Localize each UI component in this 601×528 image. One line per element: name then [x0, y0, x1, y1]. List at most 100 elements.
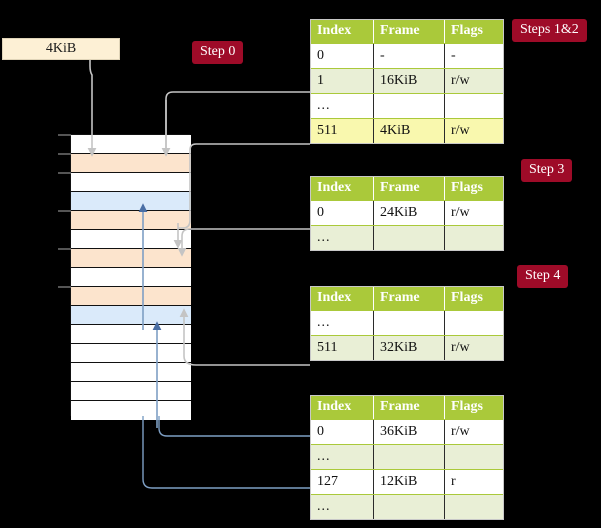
memory-row-tick: [58, 248, 71, 250]
cell-flags: [444, 225, 503, 251]
wire-final-12kib-to-memory: [142, 416, 310, 489]
badge-step-3-label: Step 3: [529, 162, 565, 177]
memory-frame-row[interactable]: [71, 363, 191, 382]
cell-flags: [444, 494, 503, 520]
col-flags: Flags: [444, 177, 503, 202]
cell-flags: [444, 310, 503, 337]
table-final: Index Frame Flags 0 36KiB r/w ... 127 12…: [311, 396, 503, 520]
table-row[interactable]: 0 36KiB r/w: [311, 419, 503, 446]
col-flags: Flags: [444, 20, 503, 45]
physical-memory-grid: [70, 134, 191, 420]
memory-frame-row[interactable]: [71, 135, 191, 154]
table-row[interactable]: 0 - -: [311, 43, 503, 70]
col-index: Index: [311, 287, 374, 312]
badge-steps-1-2: Steps 1&2: [512, 19, 587, 42]
cell-frame: 16KiB: [373, 68, 445, 95]
wire-table1-511-to-memory: [178, 143, 310, 229]
memory-row-tick: [58, 210, 71, 212]
memory-frame-row[interactable]: [71, 306, 191, 325]
col-frame: Frame: [373, 396, 445, 421]
cell-flags: r/w: [444, 419, 503, 446]
table-step3: Index Frame Flags 0 24KiB r/w ...: [311, 177, 503, 251]
cell-flags: r/w: [444, 335, 503, 361]
page-box-4kib: 4KiB: [2, 38, 120, 60]
table-step4: Index Frame Flags ... 511 32KiB r/w: [311, 287, 503, 361]
cell-frame: -: [373, 43, 445, 70]
badge-step-0-label: Step 0: [200, 44, 236, 59]
cell-index: 127: [311, 469, 374, 496]
cell-index: ...: [311, 310, 374, 337]
table-steps12-header-row: Index Frame Flags: [311, 20, 503, 45]
cell-flags: r/w: [444, 118, 503, 144]
cell-index: 511: [311, 335, 374, 361]
cell-frame: 4KiB: [373, 118, 445, 144]
col-index: Index: [311, 20, 374, 45]
table-row[interactable]: ...: [311, 225, 503, 251]
col-frame: Frame: [373, 20, 445, 45]
col-frame: Frame: [373, 177, 445, 202]
memory-row-tick: [58, 134, 71, 136]
memory-frame-row[interactable]: [71, 173, 191, 192]
cell-index: 1: [311, 68, 374, 95]
memory-frame-row[interactable]: [71, 382, 191, 401]
table-row[interactable]: ...: [311, 93, 503, 120]
cell-index: ...: [311, 93, 374, 120]
cell-frame: 12KiB: [373, 469, 445, 496]
table-row[interactable]: 0 24KiB r/w: [311, 200, 503, 227]
memory-frame-row[interactable]: [71, 154, 191, 173]
cell-flags: r/w: [444, 200, 503, 227]
cell-frame: [373, 225, 445, 251]
table-step3-header-row: Index Frame Flags: [311, 177, 503, 202]
badge-step-0: Step 0: [192, 41, 244, 64]
badge-step-3: Step 3: [521, 159, 573, 182]
cell-flags: r/w: [444, 68, 503, 95]
table-step4-header-row: Index Frame Flags: [311, 287, 503, 312]
memory-row-tick: [58, 172, 71, 174]
cell-index: ...: [311, 225, 374, 251]
table-row[interactable]: 511 32KiB r/w: [311, 335, 503, 361]
table-row[interactable]: ...: [311, 494, 503, 520]
cell-frame: 36KiB: [373, 419, 445, 446]
table-row[interactable]: 1 16KiB r/w: [311, 68, 503, 95]
cell-frame: [373, 310, 445, 337]
memory-frame-row[interactable]: [71, 249, 191, 268]
cell-index: 511: [311, 118, 374, 144]
table-row[interactable]: ...: [311, 444, 503, 471]
badge-step-4: Step 4: [517, 265, 569, 288]
cell-index: ...: [311, 444, 374, 471]
memory-frame-row[interactable]: [71, 230, 191, 249]
memory-row-tick: [58, 286, 71, 288]
cell-index: 0: [311, 419, 374, 446]
cell-frame: 24KiB: [373, 200, 445, 227]
cell-flags: r: [444, 469, 503, 496]
col-frame: Frame: [373, 287, 445, 312]
memory-row-tick: [58, 153, 71, 155]
col-index: Index: [311, 396, 374, 421]
cell-frame: [373, 494, 445, 520]
memory-frame-row[interactable]: [71, 192, 191, 211]
memory-frame-row[interactable]: [71, 287, 191, 306]
col-flags: Flags: [444, 396, 503, 421]
badge-steps-1-2-label: Steps 1&2: [520, 22, 579, 37]
cell-index: 0: [311, 43, 374, 70]
cell-frame: [373, 93, 445, 120]
cell-frame: 32KiB: [373, 335, 445, 361]
page-box-label: 4KiB: [45, 41, 77, 56]
memory-frame-row[interactable]: [71, 211, 191, 230]
wire-table3-to-memory: [179, 308, 310, 366]
wire-table2-to-memory: [177, 228, 310, 257]
cell-flags: -: [444, 43, 503, 70]
table-row[interactable]: 127 12KiB r: [311, 469, 503, 496]
cell-index: 0: [311, 200, 374, 227]
table-row[interactable]: ...: [311, 310, 503, 337]
memory-frame-row[interactable]: [71, 268, 191, 287]
memory-frame-row[interactable]: [71, 344, 191, 363]
memory-frame-row[interactable]: [71, 325, 191, 344]
memory-frame-row[interactable]: [71, 401, 191, 420]
cell-index: ...: [311, 494, 374, 520]
table-row[interactable]: 511 4KiB r/w: [311, 118, 503, 144]
cell-flags: [444, 93, 503, 120]
badge-step-4-label: Step 4: [525, 268, 561, 283]
cell-flags: [444, 444, 503, 471]
